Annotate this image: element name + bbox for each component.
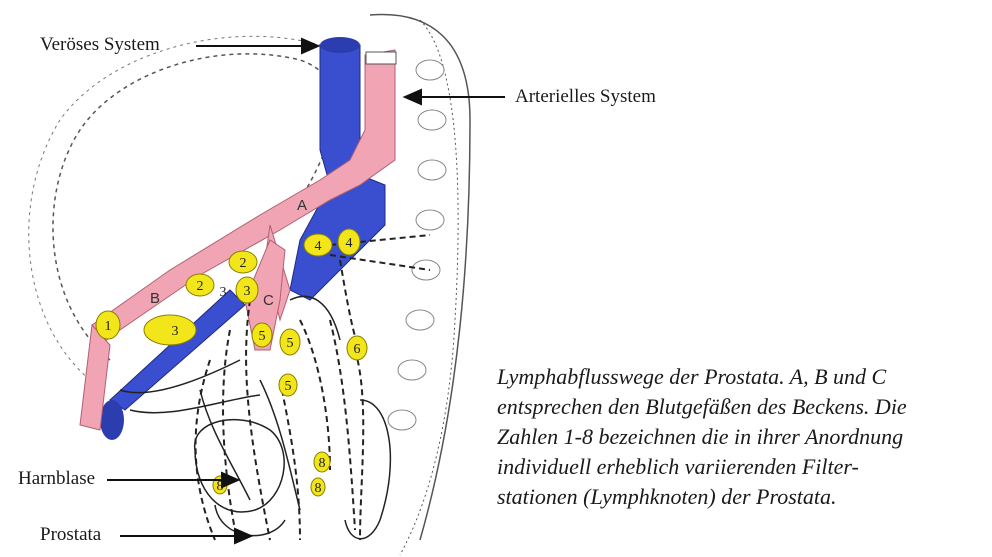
node-label: 5 bbox=[287, 336, 294, 351]
caption-line: Lymphabflusswege der Prostata. A, B und … bbox=[497, 362, 987, 392]
node-label: 6 bbox=[354, 342, 361, 357]
node-label: 4 bbox=[315, 239, 322, 254]
node-label: 5 bbox=[285, 379, 292, 394]
node-label: 2 bbox=[240, 256, 247, 271]
prostate-shape bbox=[215, 505, 285, 536]
node-label: 1 bbox=[105, 319, 112, 334]
node-label: 8 bbox=[315, 481, 322, 496]
vessel-letter-a: A bbox=[297, 197, 307, 214]
caption-line: stationen (Lymphknoten) der Prostata. bbox=[497, 482, 987, 512]
vessel-letter-b: B bbox=[150, 290, 160, 307]
sacrum-outline bbox=[400, 20, 458, 555]
caption-line: individuell erheblich variierenden Filte… bbox=[497, 452, 987, 482]
node-label: 3 bbox=[172, 324, 179, 339]
node-label: 2 bbox=[197, 279, 204, 294]
bladder-label: Harnblase bbox=[18, 468, 95, 490]
vein-top bbox=[320, 37, 360, 53]
bladder-shape bbox=[195, 420, 285, 512]
figure-caption: Lymphabflusswege der Prostata. A, B und … bbox=[497, 362, 987, 512]
vessel-letter-c: C bbox=[263, 292, 274, 309]
node-label: 3 bbox=[220, 285, 227, 300]
aorta-opening bbox=[366, 52, 396, 64]
vein-end bbox=[100, 400, 124, 440]
caption-line: Zahlen 1-8 bezeichnen die in ihrer Anord… bbox=[497, 422, 987, 452]
node-label: 4 bbox=[346, 236, 353, 251]
node-label: 3 bbox=[244, 284, 251, 299]
node-label: 5 bbox=[259, 329, 266, 344]
venous-system-label: Veröses System bbox=[40, 34, 160, 56]
arterial-system-label: Arterielles System bbox=[515, 86, 656, 108]
caption-line: entsprechen den Blutgefäßen des Beckens.… bbox=[497, 392, 987, 422]
vertebrae bbox=[388, 60, 446, 430]
node-label: 8 bbox=[319, 456, 326, 471]
prostate-label: Prostata bbox=[40, 524, 101, 546]
